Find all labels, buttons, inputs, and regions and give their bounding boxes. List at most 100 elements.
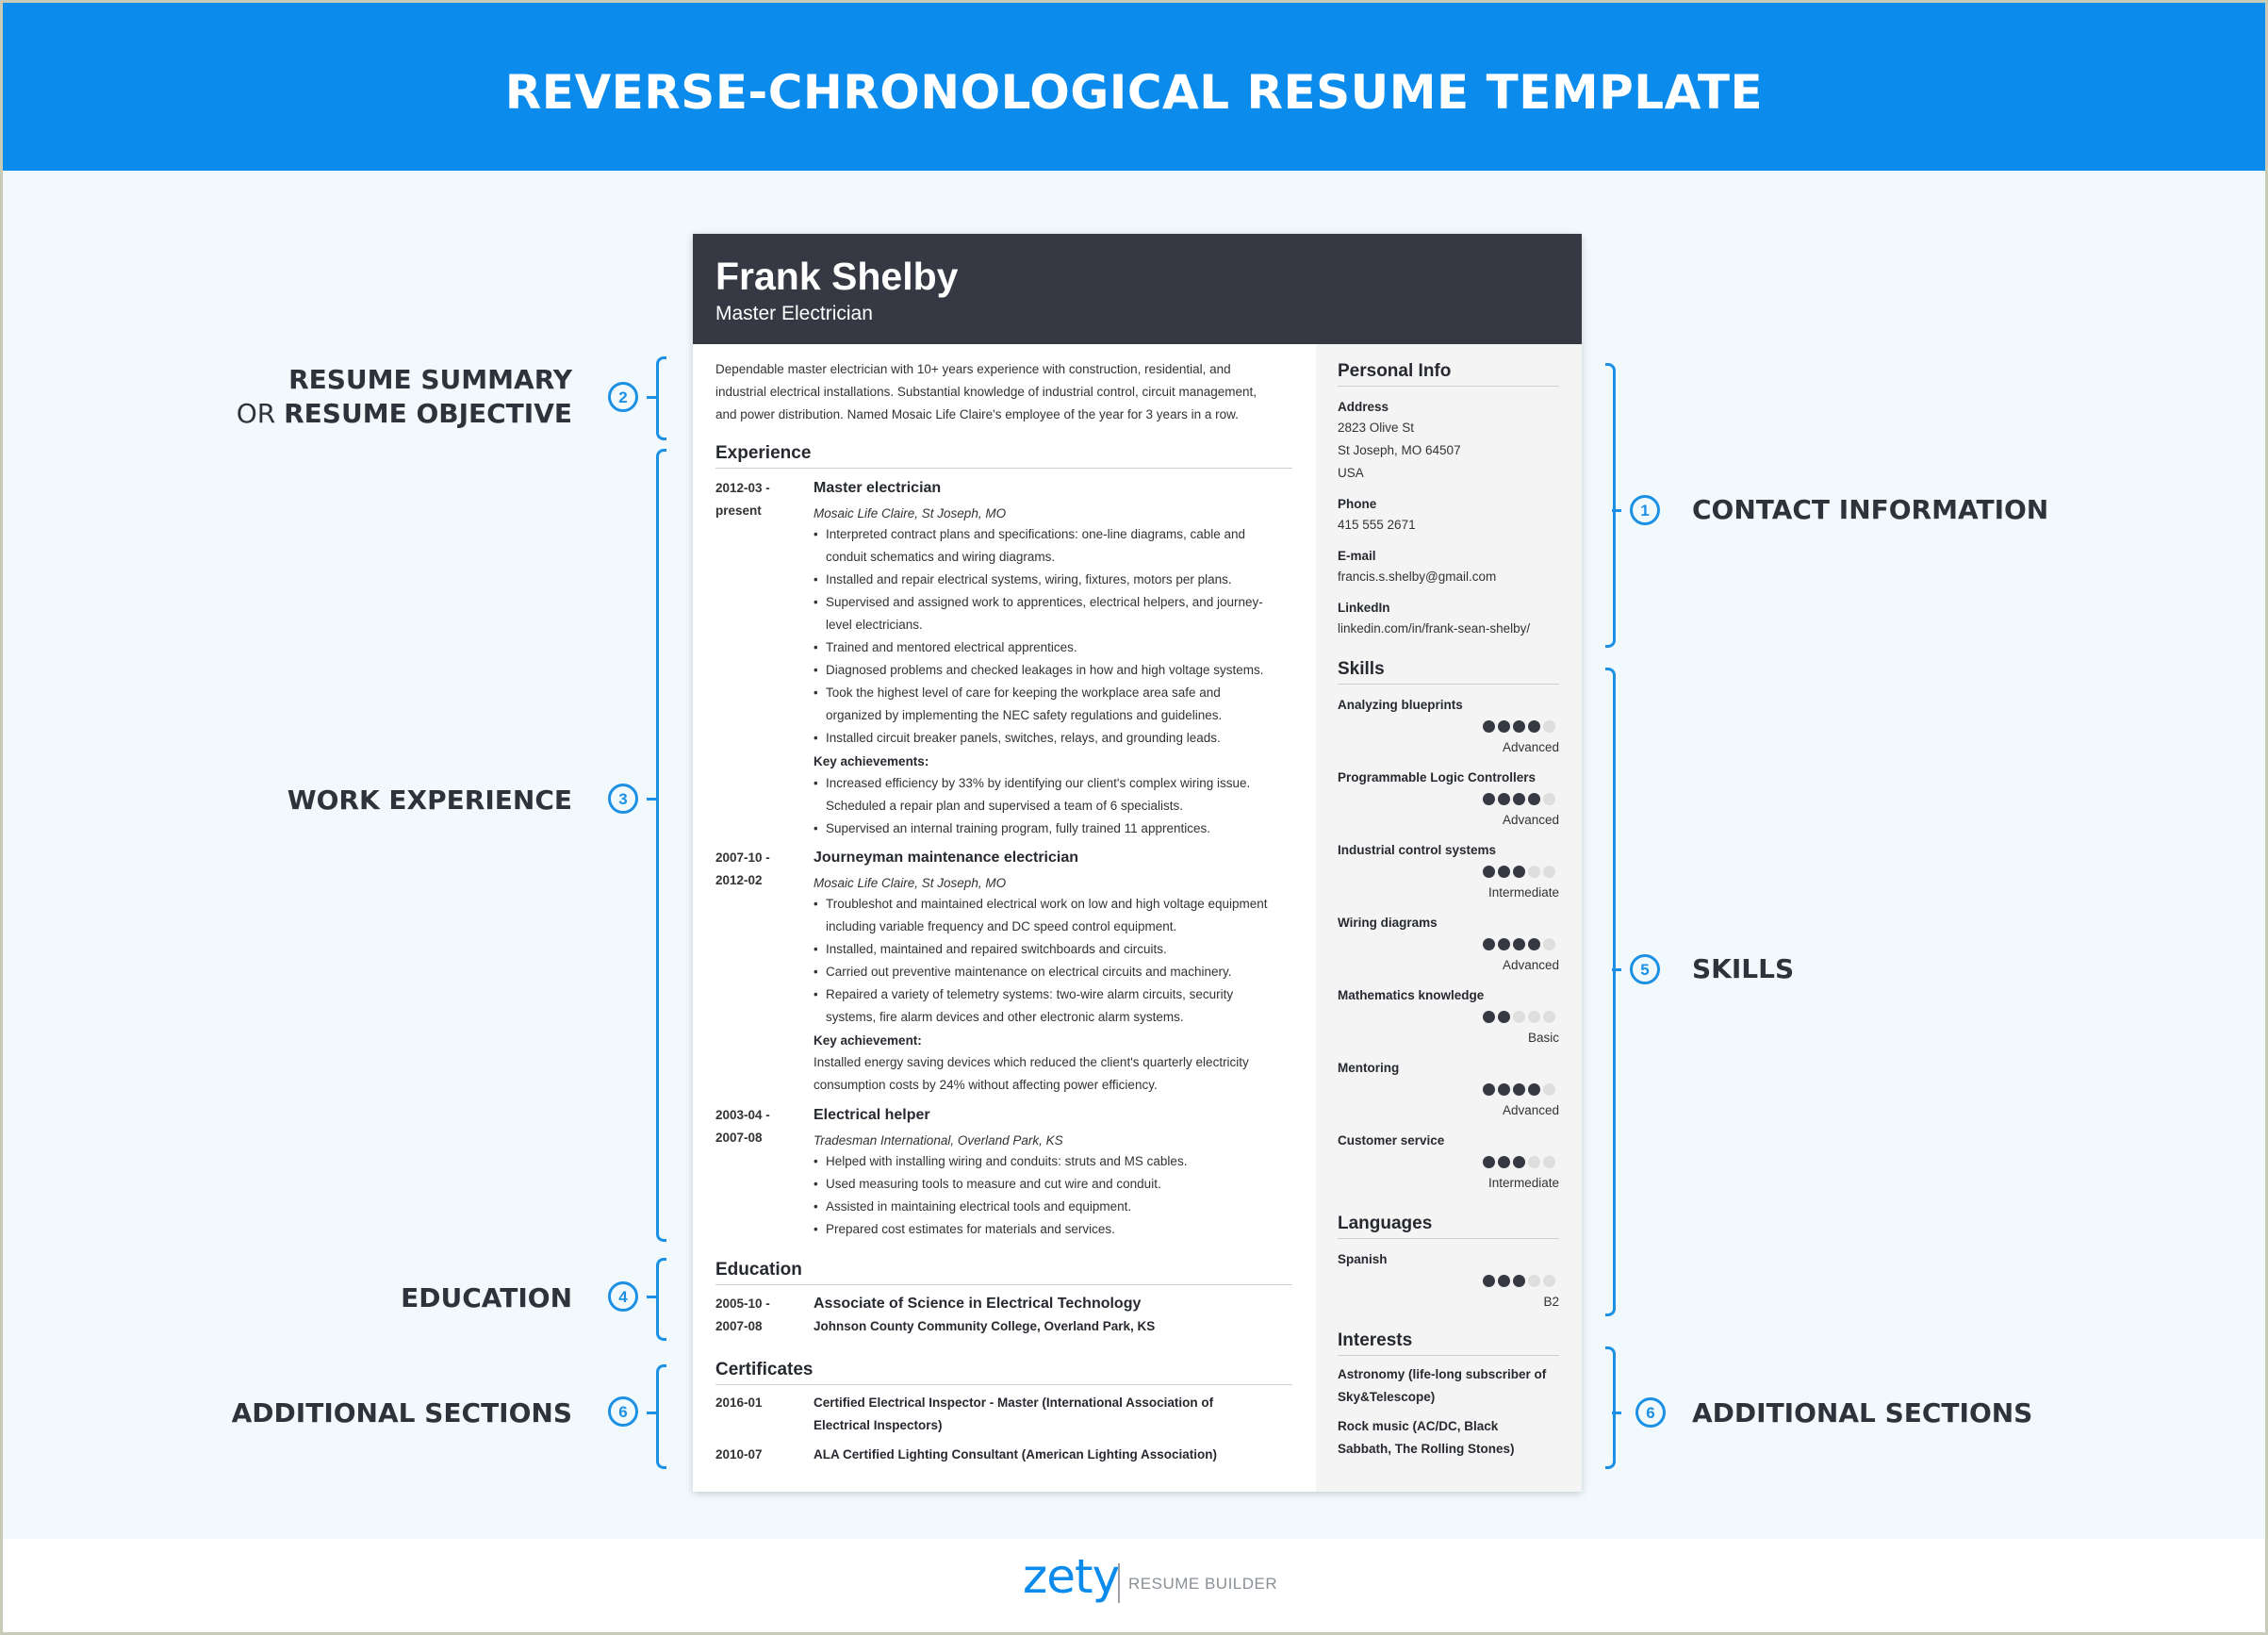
- rating-dot: [1483, 1156, 1495, 1168]
- rating-dot: [1543, 720, 1555, 733]
- job-title: Journeyman maintenance electrician: [814, 850, 1078, 866]
- email-label: E-mail: [1338, 549, 1376, 563]
- rating-dot: [1528, 720, 1540, 733]
- annotation-additional-right-label: ADDITIONAL SECTIONS: [1692, 1397, 2033, 1429]
- annotation-bracket-education: [656, 1258, 666, 1341]
- skill-rating-dots: [1483, 1011, 1558, 1024]
- annotation-badge-4: 4: [608, 1281, 638, 1312]
- job-bullet: Diagnosed problems and checked leakages …: [814, 659, 1264, 682]
- skill-rating-dots: [1483, 1083, 1558, 1097]
- job-achievement: Increased efficiency by 33% by identifyi…: [814, 772, 1250, 818]
- job-achievement-text: Installed energy saving devices which re…: [814, 1055, 1249, 1069]
- rating-dot: [1513, 793, 1525, 805]
- rating-dot: [1513, 1011, 1525, 1023]
- rating-dot: [1543, 938, 1555, 950]
- education-heading: Education: [715, 1260, 1292, 1285]
- zety-logo[interactable]: zety: [1023, 1549, 1120, 1604]
- annotation-education-label: EDUCATION: [401, 1282, 572, 1313]
- job-date-end: present: [715, 504, 762, 518]
- annotation-additional-left-label: ADDITIONAL SECTIONS: [231, 1397, 572, 1429]
- page-frame: REVERSE-CHRONOLOGICAL RESUME TEMPLATE RE…: [3, 3, 2265, 1632]
- skill-name: Spanish: [1338, 1252, 1388, 1266]
- annotation-summary-prefix: OR: [236, 398, 285, 429]
- job-bullet: Prepared cost estimates for materials an…: [814, 1218, 1115, 1241]
- certificate-name: Certified Electrical Inspector - Master …: [814, 1396, 1214, 1432]
- annotation-bracket-tick: [647, 396, 656, 399]
- skill-name: Analyzing blueprints: [1338, 698, 1463, 712]
- job-bullet: Used measuring tools to measure and cut …: [814, 1173, 1161, 1196]
- annotation-summary-bold: RESUME OBJECTIVE: [284, 398, 572, 429]
- rating-dot: [1498, 1011, 1510, 1023]
- job-achievement-label: Key achievement:: [814, 1033, 922, 1048]
- annotation-skills-label: SKILLS: [1692, 953, 1795, 984]
- rating-dot: [1513, 1083, 1525, 1096]
- skill-level: Advanced: [1502, 1103, 1559, 1117]
- summary-line: industrial electrical installations. Sub…: [715, 385, 1257, 399]
- skill-name: Programmable Logic Controllers: [1338, 770, 1537, 784]
- job-date-end: 2012-02: [715, 873, 763, 887]
- job-bullet: Helped with installing wiring and condui…: [814, 1150, 1187, 1173]
- annotation-bracket-tick: [1612, 968, 1621, 971]
- rating-dot: [1513, 1275, 1525, 1287]
- address-line: St Joseph, MO 64507: [1338, 443, 1461, 457]
- annotation-bracket-contact: [1605, 363, 1616, 648]
- skill-level: Basic: [1527, 1031, 1559, 1045]
- languages-heading: Languages: [1338, 1214, 1559, 1239]
- job-bullet: Took the highest level of care for keepi…: [814, 682, 1222, 727]
- annotation-badge-6-right: 6: [1635, 1397, 1666, 1428]
- annotation-bracket-additional-left: [656, 1364, 666, 1469]
- phone-value: 415 555 2671: [1338, 518, 1416, 532]
- rating-dot: [1498, 1083, 1510, 1096]
- certificate-date: 2016-01: [715, 1396, 763, 1410]
- job-bullet: Interpreted contract plans and specifica…: [814, 523, 1245, 569]
- annotation-badge-5: 5: [1630, 954, 1660, 984]
- annotation-bracket-skills: [1605, 668, 1616, 1316]
- annotation-summary-label: RESUME SUMMARY OR RESUME OBJECTIVE: [191, 363, 572, 431]
- skill-name: Mentoring: [1338, 1061, 1400, 1075]
- job-date-start: 2007-10 -: [715, 851, 770, 865]
- rating-dot: [1498, 1156, 1510, 1168]
- linkedin-value: linkedin.com/in/frank-sean-shelby/: [1338, 621, 1531, 636]
- job-company: Mosaic Life Claire, St Joseph, MO: [814, 876, 1007, 890]
- rating-dot: [1513, 720, 1525, 733]
- job-bullet: Trained and mentored electrical apprenti…: [814, 636, 1077, 659]
- experience-heading: Experience: [715, 443, 1292, 469]
- skill-rating-dots: [1483, 1275, 1558, 1288]
- phone-label: Phone: [1338, 497, 1377, 511]
- rating-dot: [1483, 938, 1495, 950]
- rating-dot: [1543, 793, 1555, 805]
- linkedin-label: LinkedIn: [1338, 601, 1390, 615]
- job-achievements-label: Key achievements:: [814, 754, 929, 768]
- resume-sidebar: [1316, 344, 1582, 1492]
- job-bullet: Supervised and assigned work to apprenti…: [814, 591, 1263, 636]
- rating-dot: [1528, 1083, 1540, 1096]
- annotation-badge-3: 3: [608, 784, 638, 814]
- annotation-bracket-tick: [1612, 509, 1621, 512]
- job-bullet: Installed circuit breaker panels, switch…: [814, 727, 1221, 750]
- resume-document: Frank Shelby Master Electrician Dependab…: [693, 234, 1582, 1492]
- rating-dot: [1498, 1275, 1510, 1287]
- rating-dot: [1528, 1156, 1540, 1168]
- banner: REVERSE-CHRONOLOGICAL RESUME TEMPLATE: [3, 3, 2265, 171]
- address-line: USA: [1338, 466, 1364, 480]
- job-bullet: Repaired a variety of telemetry systems:…: [814, 983, 1233, 1029]
- rating-dot: [1543, 1156, 1555, 1168]
- annotation-badge-2: 2: [608, 382, 638, 412]
- rating-dot: [1528, 866, 1540, 878]
- annotation-summary-line2: OR RESUME OBJECTIVE: [191, 397, 572, 431]
- skill-name: Wiring diagrams: [1338, 916, 1438, 930]
- job-date-end: 2007-08: [715, 1131, 763, 1145]
- rating-dot: [1513, 1156, 1525, 1168]
- skill-rating-dots: [1483, 938, 1558, 951]
- annotation-bracket-tick: [647, 798, 656, 801]
- rating-dot: [1528, 793, 1540, 805]
- job-bullet: Carried out preventive maintenance on el…: [814, 961, 1231, 983]
- footer: [3, 1539, 2265, 1632]
- skill-name: Customer service: [1338, 1133, 1445, 1148]
- rating-dot: [1498, 720, 1510, 733]
- resume-job-title: Master Electrician: [715, 303, 873, 324]
- skill-level: Intermediate: [1487, 1176, 1559, 1190]
- rating-dot: [1528, 1011, 1540, 1023]
- rating-dot: [1513, 866, 1525, 878]
